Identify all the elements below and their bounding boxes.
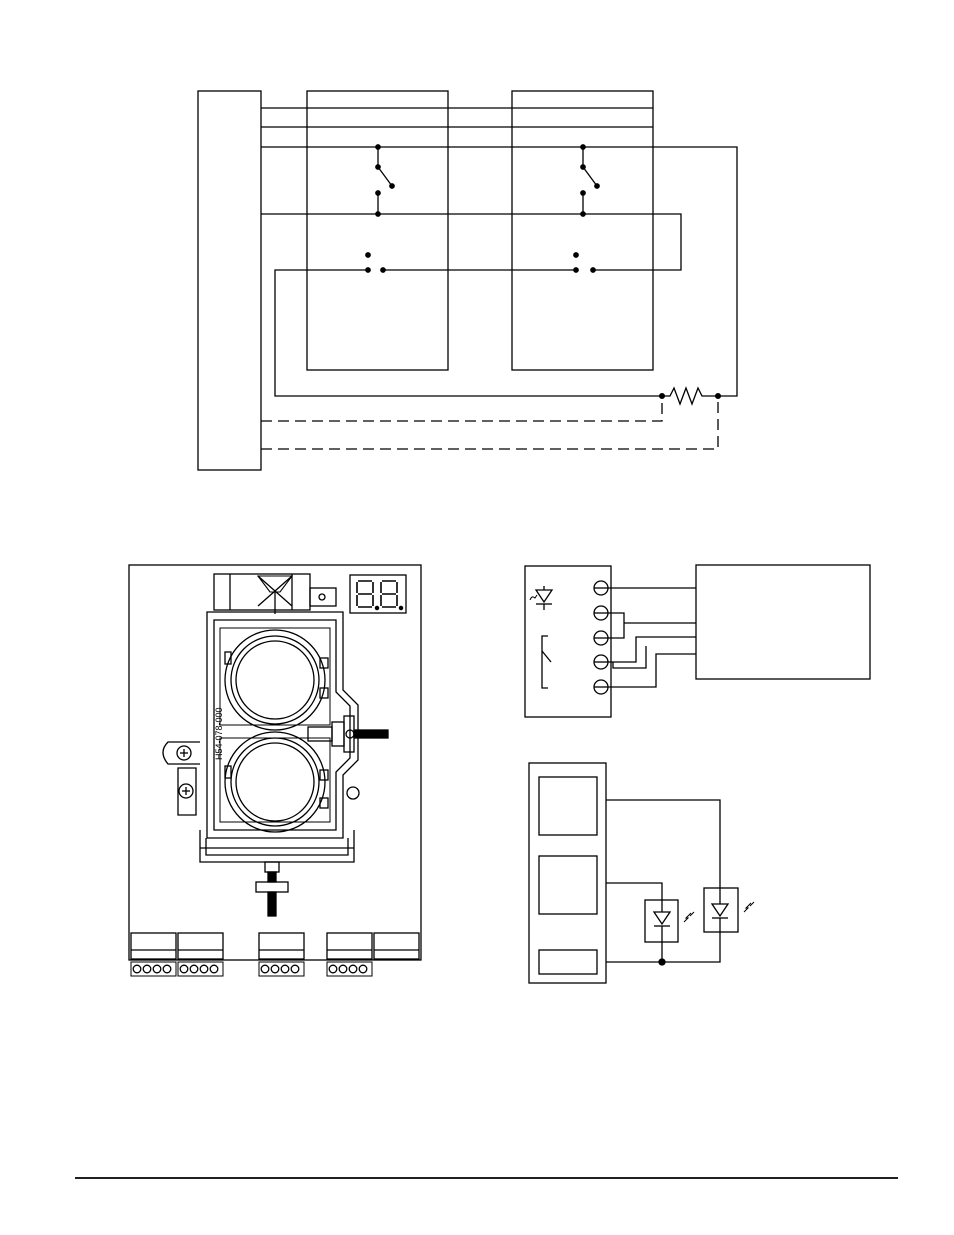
- optical-chamber-1: [225, 630, 328, 730]
- led-icon: [645, 900, 694, 942]
- terminal-block: [374, 933, 419, 959]
- led-relay-wires: [608, 588, 696, 687]
- adjustment-screw-vertical: [256, 862, 288, 916]
- remote-led-diagram: [529, 763, 754, 983]
- relay-contact-icon: [542, 636, 551, 688]
- screw-terminals: [594, 581, 608, 694]
- terminal-panel-box: [525, 566, 611, 717]
- adjustment-screw-horizontal: [308, 716, 388, 752]
- wiring-diagram: [198, 91, 737, 470]
- bus-wires: [261, 108, 737, 396]
- led-icon: [704, 888, 754, 932]
- led-relay-diagram: [525, 565, 870, 717]
- terminal-blocks: [131, 933, 419, 976]
- bottom-bracket: [200, 830, 354, 862]
- detector-module-box-2: [512, 91, 653, 370]
- terminal-block: [178, 933, 223, 976]
- terminal-block: [131, 933, 176, 976]
- remote-led-wires: [606, 800, 720, 965]
- switch-contact-1: [376, 145, 394, 216]
- transfer-contact-1: [366, 253, 385, 272]
- switch-contact-2: [581, 145, 599, 216]
- detector-board: H54-078-000: [129, 565, 421, 976]
- resistor-icon: [660, 388, 721, 404]
- remote-panel-inner-box-2: [539, 856, 597, 914]
- led-icon: [530, 586, 552, 610]
- terminal-block: [259, 933, 304, 976]
- mounting-tab-left: [163, 742, 200, 815]
- top-bracket: [214, 574, 336, 614]
- part-number-label: H54-078-000: [214, 707, 224, 760]
- remote-panel-inner-box-3: [539, 950, 597, 974]
- external-device-box: [696, 565, 870, 679]
- transfer-contact-2: [574, 253, 595, 272]
- detector-module-box-1: [307, 91, 448, 370]
- terminal-block: [327, 933, 372, 976]
- remote-panel-inner-box-1: [539, 777, 597, 835]
- optical-chamber-2: [225, 732, 328, 832]
- control-panel-box: [198, 91, 261, 470]
- seven-segment-display: [350, 575, 406, 613]
- supervision-dashed-wires: [261, 396, 718, 449]
- mounting-hole-right: [347, 787, 359, 799]
